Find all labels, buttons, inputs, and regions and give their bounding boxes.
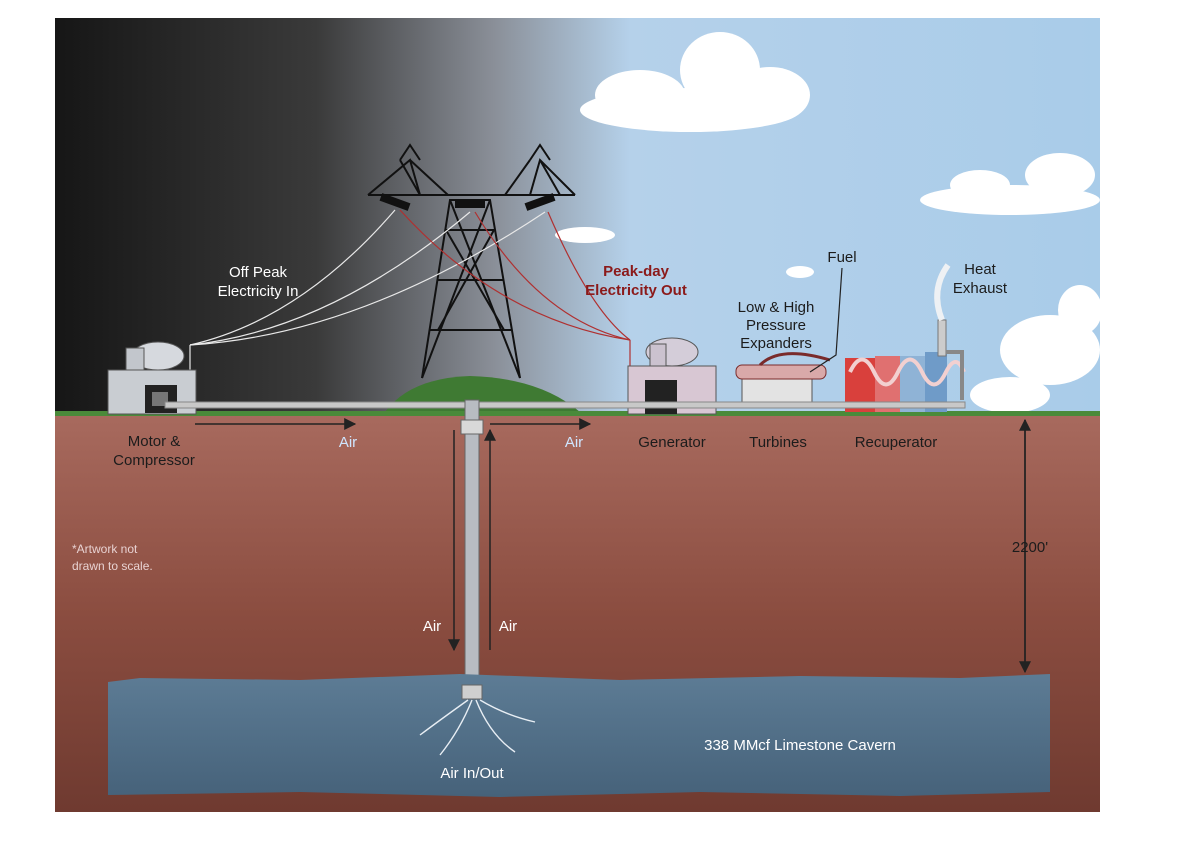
label-air-down: Air [423, 618, 441, 635]
label-off-peak-1: Off Peak [229, 264, 288, 281]
air-shaft [464, 399, 480, 686]
label-motor-2: Compressor [113, 452, 195, 469]
label-peak-day-1: Peak-day [603, 263, 670, 280]
limestone-cavern [108, 674, 1050, 797]
wellhead [460, 419, 484, 435]
label-heat-1: Heat [964, 261, 997, 278]
label-air-up: Air [499, 618, 517, 635]
label-expanders-1: Low & High [738, 299, 815, 316]
sky [55, 18, 1100, 416]
label-air-right: Air [565, 434, 583, 451]
cavern-outlet [461, 684, 483, 700]
label-heat-2: Exhaust [953, 280, 1008, 297]
air-dispersion-arrows [419, 699, 536, 756]
label-depth: 2200' [1012, 539, 1048, 556]
exhaust-plume [934, 263, 951, 322]
label-expanders-3: Expanders [740, 335, 812, 352]
power-lines-out [399, 209, 631, 368]
label-off-peak-2: Electricity In [218, 283, 299, 300]
label-note-2: drawn to scale. [72, 559, 153, 573]
label-air-left: Air [339, 434, 357, 451]
cloud-low-right [970, 285, 1102, 413]
label-motor-1: Motor & [128, 433, 181, 450]
insulators [379, 193, 556, 211]
transmission-tower [367, 143, 576, 379]
label-fuel: Fuel [827, 249, 856, 266]
label-note-1: *Artwork not [72, 542, 138, 556]
surface-pipe [164, 401, 966, 409]
cloud-large [580, 32, 810, 132]
cloud-small [555, 227, 814, 278]
label-expanders-2: Pressure [746, 317, 806, 334]
power-lines-in [189, 209, 546, 370]
ground-line [55, 411, 1100, 416]
label-peak-day-2: Electricity Out [585, 282, 687, 299]
fuel-line [809, 267, 843, 373]
label-cavern: 338 MMcf Limestone Cavern [704, 737, 896, 754]
label-turbines: Turbines [749, 434, 807, 451]
label-air-in-out: Air In/Out [440, 765, 504, 782]
label-generator: Generator [638, 434, 706, 451]
label-recuperator: Recuperator [855, 434, 938, 451]
cloud-right [920, 153, 1100, 215]
